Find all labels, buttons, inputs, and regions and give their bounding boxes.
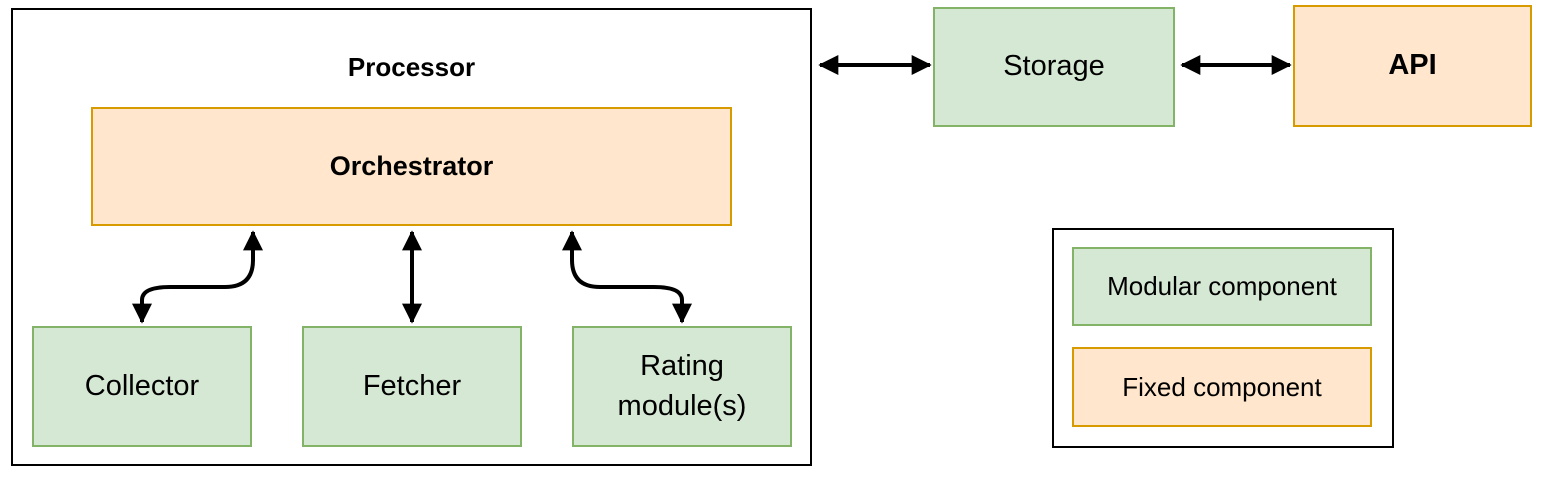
fetcher-label: Fetcher	[362, 369, 462, 402]
processor-container: Processor	[11, 8, 812, 466]
legend-modular-label: Modular component	[1107, 271, 1337, 301]
api-node: API	[1293, 5, 1532, 127]
legend-modular-swatch: Modular component	[1072, 247, 1372, 326]
legend-fixed-label: Fixed component	[1122, 371, 1322, 402]
collector-label: Collector	[84, 369, 200, 402]
collector-node: Collector	[32, 326, 252, 447]
orchestrator-node: Orchestrator	[91, 107, 732, 226]
fetcher-node: Fetcher	[302, 326, 522, 447]
processor-title: Processor	[347, 52, 476, 82]
legend-fixed-swatch: Fixed component	[1072, 347, 1372, 427]
rating-modules-label: Rating module(s)	[617, 350, 747, 422]
storage-label: Storage	[1003, 50, 1105, 83]
api-label: API	[1388, 49, 1437, 82]
rating-modules-node: Rating module(s)	[572, 326, 792, 447]
storage-node: Storage	[933, 7, 1175, 127]
orchestrator-label: Orchestrator	[329, 151, 494, 181]
legend: Modular component Fixed component	[1052, 228, 1394, 448]
